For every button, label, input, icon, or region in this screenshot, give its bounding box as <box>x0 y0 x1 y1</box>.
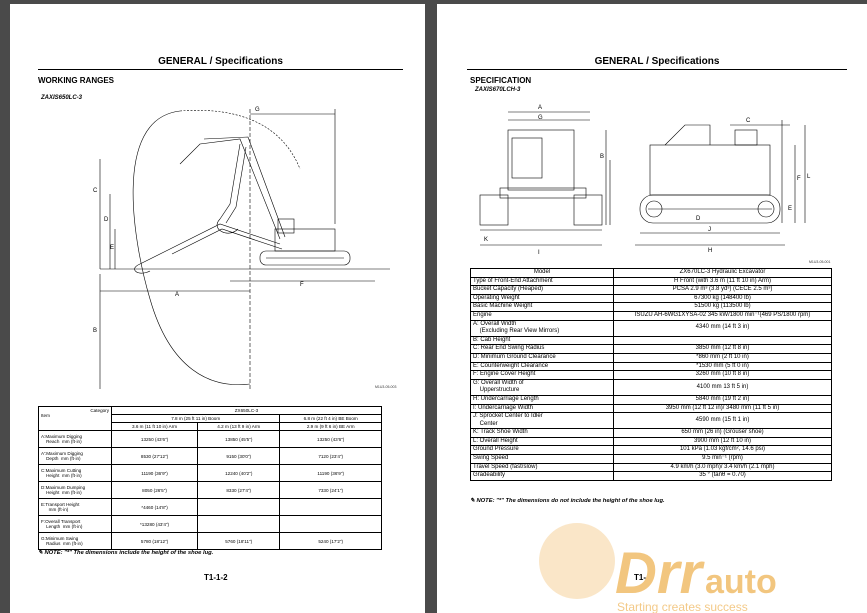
dim-label-d: D <box>696 216 701 222</box>
dim-label-e: E <box>110 245 114 251</box>
table-row: A: Overall Width (Excluding Rear View Mi… <box>470 319 832 337</box>
table-row: F:Overall Transport Length mm (ft·in) *1… <box>38 515 382 533</box>
dim-label-b: B <box>600 154 604 160</box>
note-pencil-icon: ✎ <box>38 550 43 556</box>
table-row: G:Minimum Swing Radius mm (ft·in) 5780 (… <box>38 532 382 550</box>
header-rule <box>38 69 403 70</box>
note-text: "*" The dimensions do not include the he… <box>496 498 665 504</box>
table-row: D: Minimum Ground Clearance*860 mm (2 ft… <box>470 352 832 363</box>
dim-label-h: H <box>708 248 712 254</box>
dim-label-i: I <box>538 250 540 256</box>
table-row: D:Maximum Dumping Height mm (ft·in) 8050… <box>38 481 382 499</box>
dim-label-d: D <box>104 217 109 223</box>
model-name: ZAXIS650LC-3 <box>41 95 83 101</box>
page-header-title: GENERAL / Specifications <box>594 56 720 67</box>
left-page: GENERAL / Specifications WORKING RANGES … <box>10 4 425 613</box>
specification-diagram: A G K I B C D E F L J H <box>479 105 811 256</box>
svg-text:auto: auto <box>705 563 777 601</box>
dim-label-g: G <box>255 107 260 113</box>
section-title: SPECIFICATION <box>470 76 532 85</box>
watermark: Drr auto Starting creates success <box>535 519 855 613</box>
table-row: A:Maximum Digging Reach mm (ft·in) 13250… <box>38 430 382 448</box>
page-number: T1-1-2 <box>204 573 228 582</box>
category-label: Category <box>90 408 109 413</box>
specification-table: Model ZX670LC-3 Hydraulic Excavator Type… <box>470 268 832 481</box>
table-row: E:Transport Height mm (ft·in) *4460 (14'… <box>38 498 382 516</box>
dim-label-k: K <box>484 237 488 243</box>
col-value-header: ZX670LC-3 Hydraulic Excavator <box>613 268 832 278</box>
section-title: WORKING RANGES <box>38 76 114 85</box>
arm-1-header: 3.6 m (11 ft 10 in) Arm <box>110 422 199 431</box>
working-ranges-diagram: G C D E A F B <box>93 107 390 389</box>
boom-a-header: 7.8 m (25 ft 11 in) Boom <box>110 414 281 423</box>
note-text: "*" The dimensions include the height of… <box>64 550 214 556</box>
table-row: A':Maximum Digging Depth mm (ft·in) 8530… <box>38 447 382 465</box>
dim-label-l: L <box>807 174 811 180</box>
item-label: Item <box>41 413 50 418</box>
page-number: T1- <box>634 573 646 582</box>
page-header-title: GENERAL / Specifications <box>158 56 283 67</box>
watermark-logo-icon: Drr auto Starting creates success <box>539 523 777 613</box>
note: ✎ NOTE: "*" The dimensions do not includ… <box>470 498 665 504</box>
dim-label-f: F <box>300 282 304 288</box>
dim-label-a: A <box>175 292 179 298</box>
dim-label-a: A <box>538 105 542 111</box>
note-label: NOTE: <box>476 498 495 504</box>
right-page: GENERAL / Specifications SPECIFICATION Z… <box>437 4 867 613</box>
boom-b-header: 6.8 m (22 ft 4 in) BE Boom <box>279 414 382 423</box>
dim-label-f: F <box>797 176 801 182</box>
svg-text:Starting creates success: Starting creates success <box>617 600 748 613</box>
header-rule <box>467 69 847 70</box>
figure-code: M1U3-05-003 <box>375 385 397 389</box>
dim-label-c: C <box>746 118 751 124</box>
working-ranges-table: Category Item ZX650LC-3 7.8 m (25 ft 11 … <box>38 406 382 550</box>
table-row: B: Cab Height <box>470 335 832 346</box>
table-row: Travel Speed (fast/slow)4.9 km/h (3.0 mp… <box>470 462 832 473</box>
dim-label-c: C <box>93 188 98 194</box>
table-row: E: Counterweight Clearance*1530 mm (5 ft… <box>470 361 832 372</box>
dim-label-j: J <box>708 227 711 233</box>
arm-2-header: 4.2 m (13 ft 9 in) Arm <box>197 422 281 431</box>
table-row: Bucket Capacity (Heaped)PCSA 2.9 m³ (3.8… <box>470 285 832 295</box>
figure-code: M1U3-05-001 <box>809 260 831 264</box>
note-label: NOTE: <box>44 550 63 556</box>
arm-3-header: 2.9 m (9 ft 6 in) BE Arm <box>279 422 382 431</box>
model-header: ZX650LC-3 <box>111 406 382 415</box>
dim-label-b: B <box>93 328 97 334</box>
dim-label-g: G <box>538 115 543 121</box>
note-pencil-icon: ✎ <box>470 498 475 504</box>
dim-label-e: E <box>788 206 792 212</box>
col-model-header: Model <box>470 268 614 278</box>
note: ✎ NOTE: "*" The dimensions include the h… <box>38 550 213 556</box>
model-name: ZAXIS670LCH-3 <box>475 87 521 93</box>
table-row: C:Maximum Cutting Height mm (ft·in) 1119… <box>38 464 382 482</box>
svg-text:Drr: Drr <box>615 541 705 606</box>
